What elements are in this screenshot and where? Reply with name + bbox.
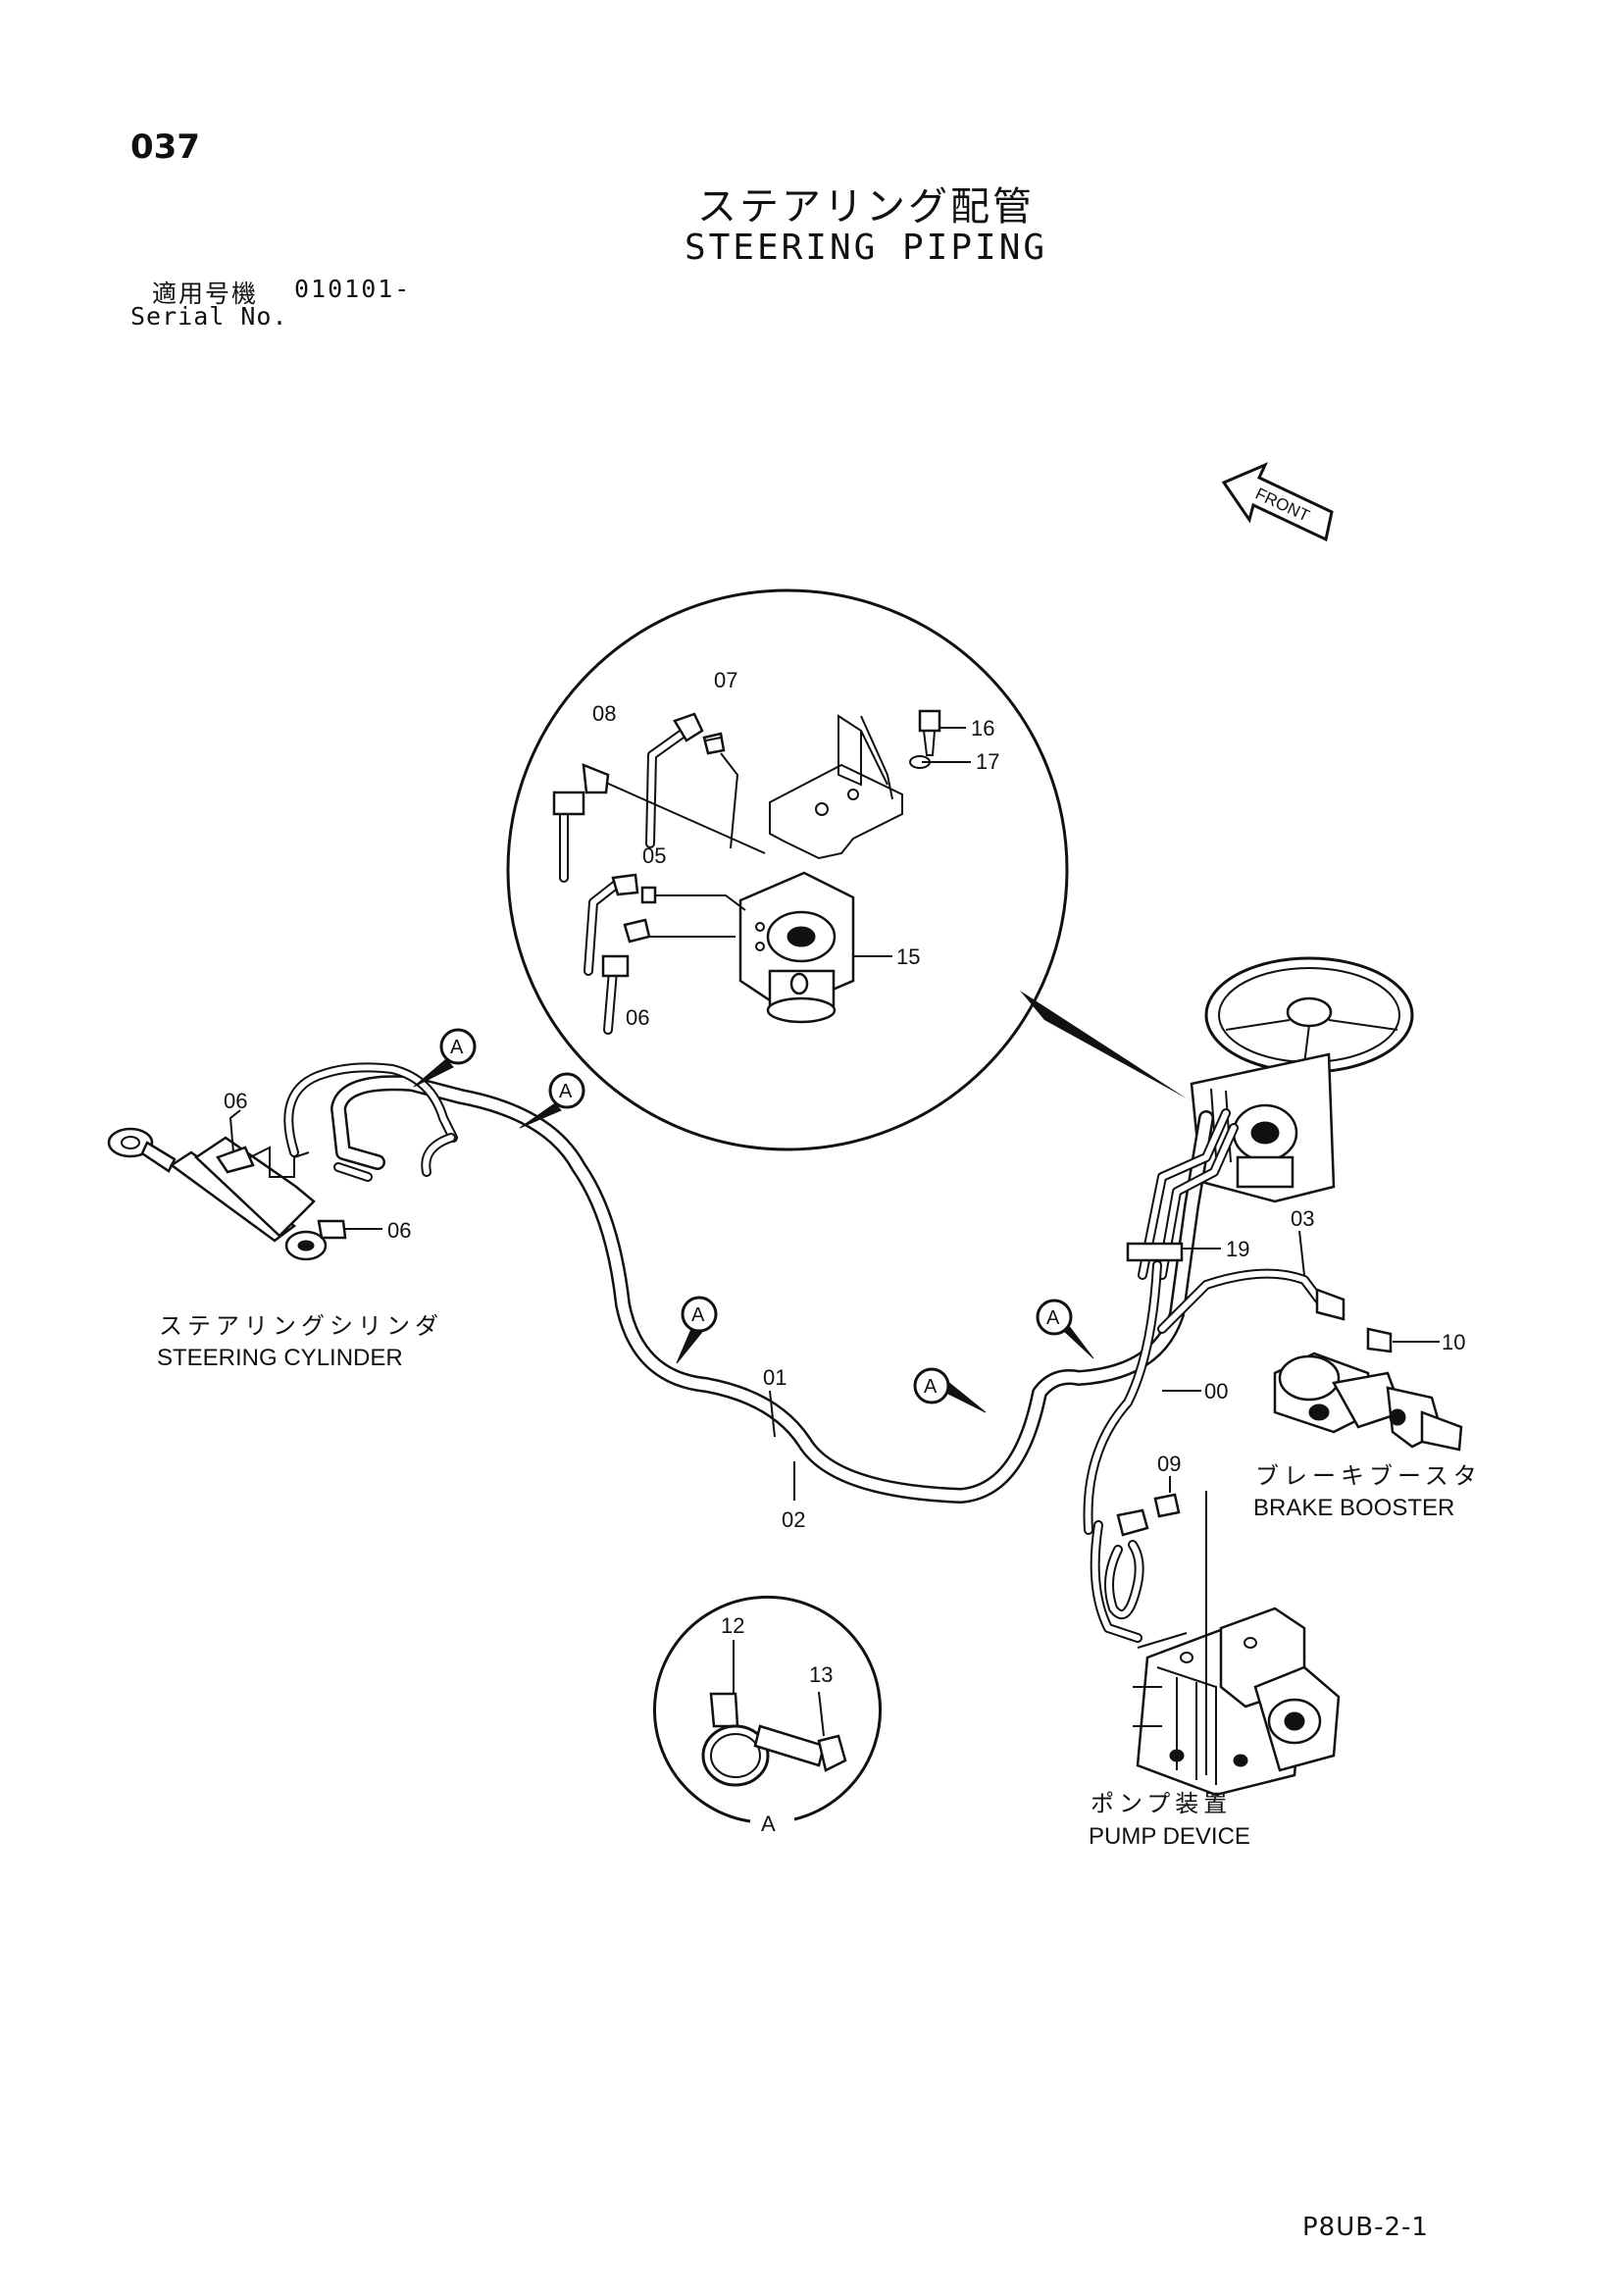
- callout-00: 00: [1204, 1379, 1228, 1403]
- steering-cylinder: [107, 1127, 382, 1261]
- callout-13: 13: [809, 1662, 833, 1687]
- callout-06-upper: 06: [224, 1089, 247, 1113]
- front-arrow: FRONT: [1221, 462, 1334, 542]
- serial-number-value: 010101-: [294, 275, 412, 303]
- serial-label: Serial No.: [130, 302, 288, 331]
- detail-pointer: [1020, 991, 1187, 1098]
- callout-08: 08: [592, 701, 616, 726]
- clamp-detail-view: 12 13 A: [653, 1595, 882, 1836]
- pump-device-label-japanese: ポンプ装置: [1091, 1791, 1232, 1817]
- page-title-japanese: ステアリング配管: [697, 184, 1035, 230]
- callout-06-detail: 06: [626, 1005, 649, 1030]
- brake-booster-label-japanese: ブレーキブースタ: [1255, 1463, 1482, 1490]
- page-number: 037: [130, 128, 200, 167]
- callout-17: 17: [976, 749, 999, 774]
- hose-00: [1083, 1260, 1181, 1643]
- callout-02: 02: [782, 1507, 805, 1532]
- callout-10: 10: [1442, 1330, 1465, 1354]
- steering-cylinder-label: STEERING CYLINDER: [157, 1345, 403, 1371]
- callout-01: 01: [763, 1365, 787, 1390]
- clamp-marker-a-4: A: [924, 1376, 938, 1398]
- callout-09: 09: [1157, 1452, 1181, 1476]
- callout-19: 19: [1226, 1237, 1249, 1261]
- component-labels: ステアリングシリンダ STEERING CYLINDER ブレーキブースタ BR…: [157, 1313, 1482, 1850]
- main-callouts: 06 06 19 03 10 01 02 00 09: [224, 1089, 1465, 1532]
- callout-16: 16: [971, 716, 994, 740]
- callout-06-lower: 06: [387, 1218, 411, 1243]
- pump-device-label: PUMP DEVICE: [1089, 1823, 1250, 1850]
- view-a-label: A: [761, 1811, 776, 1836]
- clamp-marker-a-5: A: [1046, 1307, 1060, 1329]
- callout-05: 05: [642, 843, 666, 868]
- hose-01-02: [283, 1062, 1214, 1504]
- hose-19: [1126, 1108, 1239, 1280]
- callout-03: 03: [1291, 1206, 1314, 1231]
- callout-12: 12: [721, 1613, 744, 1638]
- clamp-marker-a-1: A: [450, 1037, 464, 1058]
- serial-label-japanese: 適用号機: [152, 280, 259, 308]
- callout-07: 07: [714, 668, 737, 692]
- clamp-marker-a-3: A: [691, 1304, 705, 1326]
- pump-device: [1133, 1491, 1341, 1797]
- clamp-marker-a-2: A: [559, 1081, 573, 1102]
- steering-valve-detail: 07 08 16 17 05 15 06: [506, 588, 1069, 1151]
- hose-03: [1157, 1268, 1393, 1353]
- document-code: P8UB-2-1: [1302, 2213, 1429, 2242]
- brake-booster: [1273, 1352, 1463, 1452]
- steering-unit: [1190, 956, 1414, 1203]
- steering-cylinder-label-japanese: ステアリングシリンダ: [159, 1313, 443, 1340]
- brake-booster-label: BRAKE BOOSTER: [1253, 1495, 1454, 1521]
- page-title: STEERING PIPING: [684, 228, 1048, 268]
- callout-15: 15: [896, 944, 920, 969]
- clamp-markers: A A A A A: [413, 1028, 1094, 1413]
